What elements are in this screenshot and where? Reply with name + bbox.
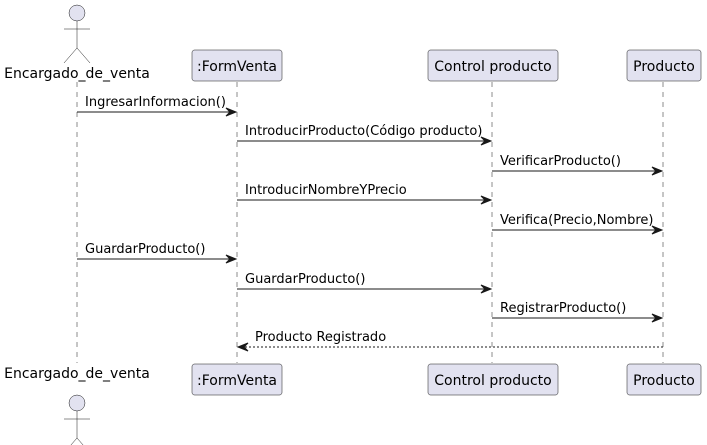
participant-label-encargado-top: Encargado_de_venta (4, 66, 150, 82)
lifelines (76, 82, 664, 363)
arrowhead-icon (225, 107, 238, 117)
message-label: RegistrarProducto() (500, 301, 626, 316)
message-label: IntroducirNombreYPrecio (245, 183, 407, 198)
message-9: Producto Registrado (236, 330, 663, 352)
participant-box-producto-top (626, 49, 702, 82)
actor-icon-bottom (64, 394, 90, 445)
participant-box-producto-bottom (626, 363, 702, 396)
message-2: IntroducirProducto(Código producto) (237, 124, 493, 146)
participant-label-formventa-bottom: :FormVenta (197, 373, 277, 389)
participant-label-encargado-bottom: Encargado_de_venta (4, 366, 150, 382)
arrowhead-icon (651, 166, 664, 176)
participant-label-control-top: Control producto (434, 59, 551, 75)
message-label: GuardarProducto() (245, 272, 365, 287)
message-4: IntroducirNombreYPrecio (237, 183, 493, 205)
message-label: Verifica(Precio,Nombre) (500, 213, 653, 228)
message-label: VerificarProducto() (500, 154, 621, 169)
participants-bottom: Encargado_de_venta :FormVenta Control prod… (4, 363, 702, 445)
message-8: RegistrarProducto() (492, 301, 664, 323)
participant-label-control-bottom: Control producto (434, 373, 551, 389)
message-3: VerificarProducto() (492, 154, 664, 176)
arrowhead-icon (651, 225, 664, 235)
message-label: Producto Registrado (255, 330, 386, 345)
message-1: IngresarInformacion() (77, 95, 238, 117)
participant-box-control-top (427, 49, 559, 82)
arrowhead-icon (480, 195, 493, 205)
participant-label-producto-top: Producto (633, 59, 695, 75)
message-5: Verifica(Precio,Nombre) (492, 213, 664, 235)
participant-box-control-bottom (427, 363, 559, 396)
message-label: IntroducirProducto(Código producto) (245, 124, 482, 139)
message-label: GuardarProducto() (85, 242, 205, 257)
message-label: IngresarInformacion() (85, 95, 226, 110)
participant-box-formventa-top (191, 49, 283, 82)
participants-top: Encargado_de_venta :FormVenta Control prod… (4, 4, 702, 82)
arrowhead-icon (225, 254, 238, 264)
message-6: GuardarProducto() (77, 242, 238, 264)
arrowhead-icon (236, 342, 249, 352)
arrowhead-icon (651, 313, 664, 323)
arrowhead-icon (480, 136, 493, 146)
message-7: GuardarProducto() (237, 272, 493, 294)
participant-box-formventa-bottom (191, 363, 283, 396)
arrowhead-icon (480, 284, 493, 294)
participant-label-producto-bottom: Producto (633, 373, 695, 389)
actor-icon-top (63, 4, 91, 64)
participant-label-formventa-top: :FormVenta (197, 59, 277, 75)
messages: IngresarInformacion() IntroducirProducto(… (77, 95, 664, 352)
